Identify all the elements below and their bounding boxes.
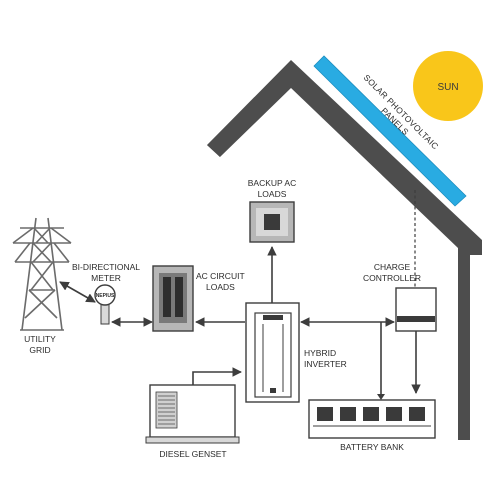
bi-directional-meter: NEPIUS: [94, 284, 116, 325]
utility-tower-icon: [12, 217, 72, 331]
utility-grid-label: UTILITY: [24, 334, 56, 344]
genset-label: DIESEL GENSET: [159, 449, 226, 459]
inverter-label: HYBRID: [304, 348, 336, 358]
backup-loads-label: BACKUP AC: [248, 178, 297, 188]
svg-text:NEPIUS: NEPIUS: [96, 293, 115, 299]
utility-grid-label-2: GRID: [29, 345, 50, 355]
battery-bank: [308, 399, 436, 439]
ac-circuit-label-2: LOADS: [206, 282, 235, 292]
genset-inverter-wire: [192, 367, 242, 385]
charge-controller-label-2: CONTROLLER: [363, 273, 421, 283]
sun: [413, 51, 483, 121]
grid-meter-wire: [59, 281, 96, 303]
arrow-head: [377, 394, 385, 400]
charge-controller: [395, 287, 437, 332]
battery-bank-label: BATTERY BANK: [340, 442, 404, 452]
inverter-label-2: INVERTER: [304, 359, 347, 369]
charge-controller-label: CHARGE: [374, 262, 411, 272]
diesel-genset: [145, 384, 240, 444]
ac-circuit-label: AC CIRCUIT: [196, 271, 245, 281]
meter-label-2: METER: [91, 273, 121, 283]
backup-ac-panel: [249, 201, 295, 243]
hybrid-inverter: [245, 302, 300, 403]
solar-panel: [313, 55, 467, 207]
house-outline: [207, 60, 482, 440]
backup-loads-label-2: LOADS: [258, 189, 287, 199]
ac-circuit-panel: [152, 265, 194, 332]
meter-label: BI-DIRECTIONAL: [72, 262, 140, 272]
sun-label: SUN: [437, 82, 458, 93]
